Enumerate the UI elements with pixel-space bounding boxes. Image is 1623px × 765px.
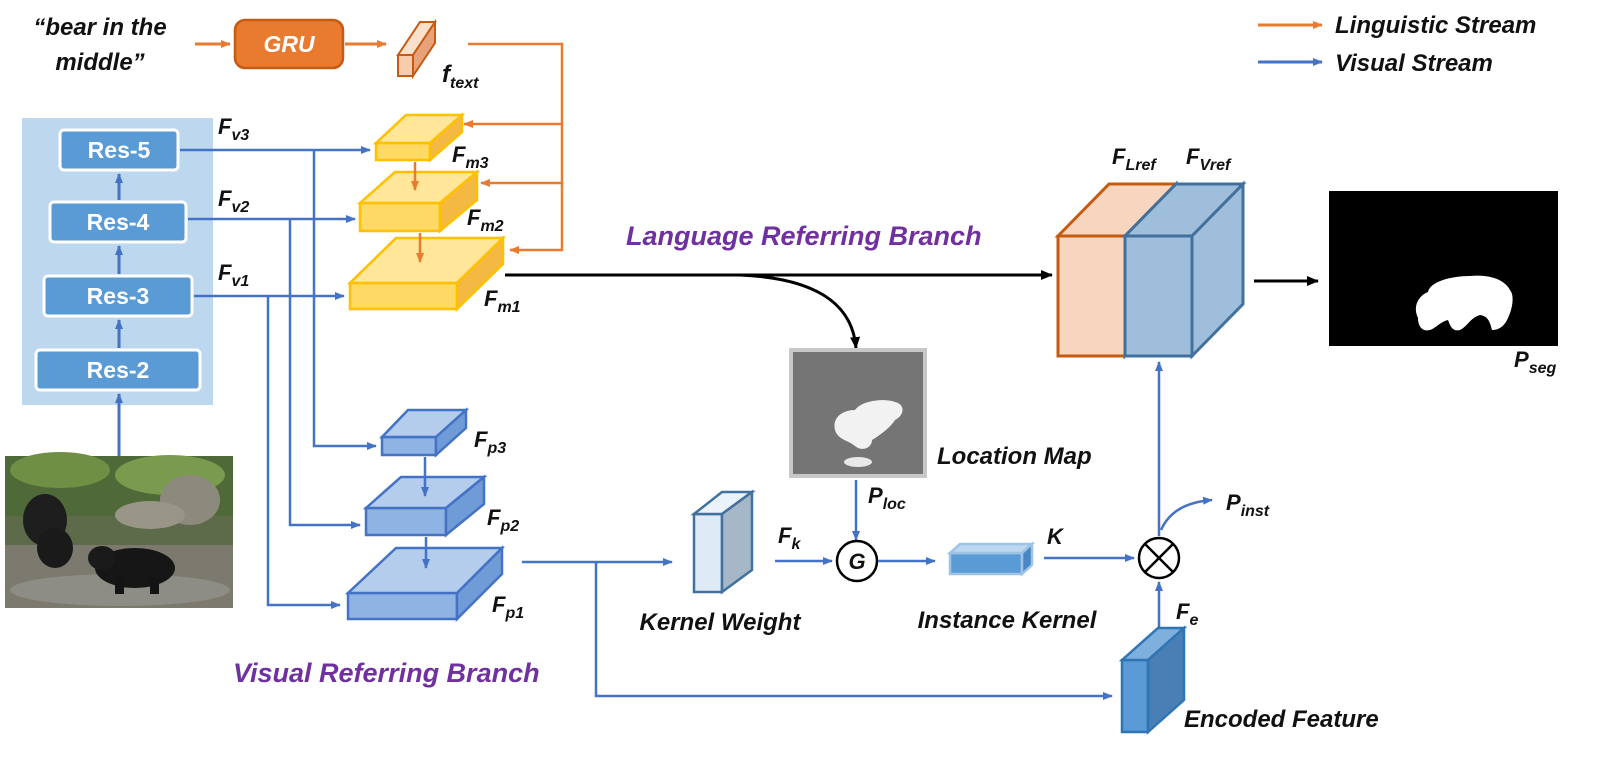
fm3-label: Fm3 [452, 142, 489, 172]
res3-box: Res-3 [42, 274, 194, 318]
fp1-cuboid [344, 544, 506, 623]
ftext-label: ftext [442, 61, 479, 92]
res3-label: Res-3 [87, 283, 150, 309]
fp1-to-encoded-feature-line [594, 562, 1113, 700]
fm2-cuboid [356, 169, 481, 234]
input-image [5, 452, 233, 608]
res5-box: Res-5 [58, 128, 180, 172]
res4-box: Res-4 [48, 200, 188, 244]
pseg-label: Pseg [1514, 347, 1556, 377]
output-mask-image [1329, 191, 1558, 346]
flref-label: FLref [1112, 144, 1157, 174]
res2-label: Res-2 [87, 357, 150, 383]
res4-label: Res-4 [87, 209, 150, 235]
query-text-line1: “bear in the [33, 14, 166, 41]
pinst-label: Pinst [1226, 490, 1270, 520]
res2-box: Res-2 [34, 348, 202, 392]
language-branch-title: Language Referring Branch [626, 221, 982, 251]
fm1-cuboid [346, 235, 507, 312]
fvref-label: FVref [1186, 144, 1232, 174]
encoded-feature-block [1118, 625, 1188, 735]
g-label: G [848, 549, 865, 574]
ploc-label: Ploc [868, 483, 906, 513]
fp1-label: Fp1 [492, 592, 524, 622]
fm3-cuboid [372, 112, 466, 163]
kernel-weight-label: Kernel Weight [640, 609, 802, 636]
ftext-to-fm1-line [468, 42, 564, 254]
encoded-feature-label: Encoded Feature [1184, 706, 1379, 733]
fv1-label: Fv1 [218, 260, 249, 290]
k-label: K [1047, 524, 1065, 549]
fp3-cuboid [379, 407, 470, 458]
location-map-image [789, 348, 927, 478]
query-text-line2: middle” [55, 49, 144, 76]
location-map-label: Location Map [937, 443, 1092, 470]
fv2-label: Fv2 [218, 186, 249, 216]
fm1-label: Fm1 [484, 286, 521, 316]
instance-kernel-block [946, 541, 1036, 577]
fv3-label: Fv3 [218, 114, 249, 144]
fk-label: Fk [778, 523, 801, 553]
fe-label: Fe [1176, 599, 1198, 629]
ftext-cuboid [396, 18, 437, 80]
visual-branch-title: Visual Referring Branch [233, 658, 540, 688]
otimes-to-pinst-arrow [1159, 496, 1213, 531]
vref-cube [1121, 180, 1247, 360]
fm1-to-location-map-arrow [739, 273, 861, 349]
fv1-to-fp1-line [266, 296, 341, 609]
instance-kernel-label: Instance Kernel [918, 607, 1098, 634]
fv3-to-fp3-line [312, 150, 377, 450]
legend-linguistic-label: Linguistic Stream [1335, 12, 1536, 39]
fp2-label: Fp2 [487, 505, 519, 535]
fv2-to-fp2-line [288, 219, 361, 529]
g-operator [835, 539, 879, 583]
kernel-weight-block [690, 489, 756, 595]
convolution-operator [1137, 536, 1181, 580]
legend-visual-label: Visual Stream [1335, 50, 1493, 77]
gru-box [233, 18, 345, 70]
fm2-label: Fm2 [467, 205, 504, 235]
gru-label: GRU [263, 31, 316, 57]
res5-label: Res-5 [88, 137, 151, 163]
fp3-label: Fp3 [474, 427, 506, 457]
